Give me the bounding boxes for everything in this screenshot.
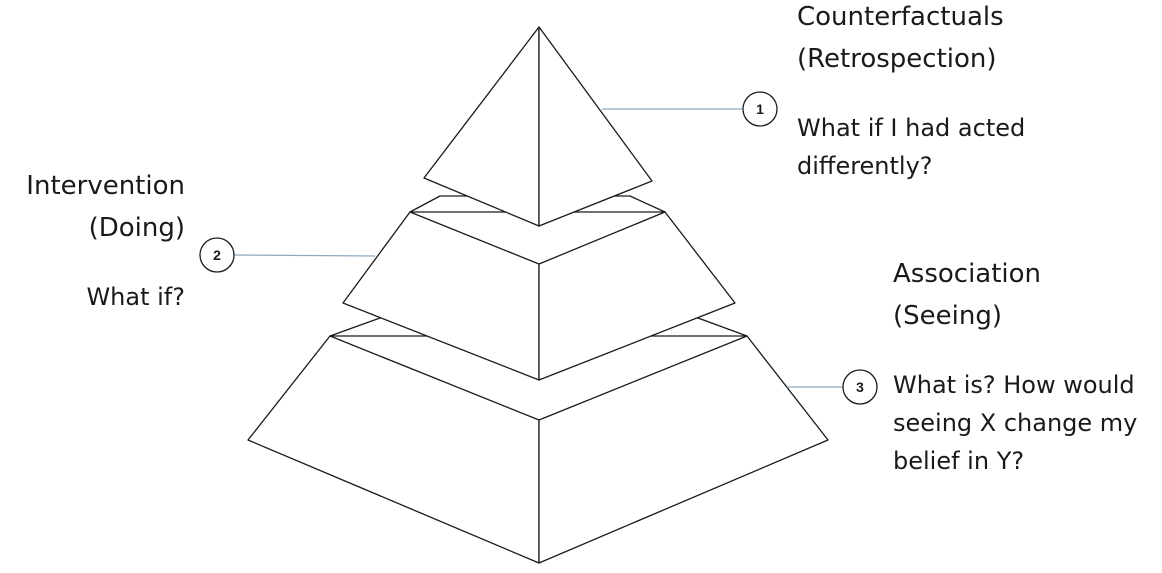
level-1-title-line1: Counterfactuals xyxy=(797,2,1004,32)
tier-3-right-face xyxy=(538,335,829,564)
badge-1-number: 1 xyxy=(756,101,764,117)
level-1-question-line1: What if I had acted xyxy=(797,114,1026,142)
level-3-question-line1: What is? How would xyxy=(893,371,1135,399)
badge-3-number: 3 xyxy=(856,379,864,395)
badge-2: 2 xyxy=(199,237,235,273)
badge-1: 1 xyxy=(742,91,778,127)
level-3-title-line1: Association xyxy=(893,259,1042,289)
badge-2-number: 2 xyxy=(213,247,221,263)
level-2-question: What if? xyxy=(86,278,185,316)
level-1-question-line2: differently? xyxy=(797,152,933,180)
level-2-title-line2: (Doing) xyxy=(88,213,185,243)
tier-2-right-face xyxy=(538,211,736,381)
tier-1-right-face xyxy=(538,26,653,227)
level-3-question: What is? How would seeing X change my be… xyxy=(893,366,1137,480)
connector-line-2 xyxy=(233,254,376,257)
level-3-question-line3: belief in Y? xyxy=(893,447,1025,475)
level-2-question-line1: What if? xyxy=(86,283,185,311)
badge-3: 3 xyxy=(842,369,878,405)
level-1-title: Counterfactuals (Retrospection) xyxy=(797,0,1004,80)
badge-2-circle xyxy=(199,237,235,273)
level-3-title: Association (Seeing) xyxy=(893,253,1041,337)
badge-1-circle xyxy=(742,91,778,127)
level-1-title-line2: (Retrospection) xyxy=(797,44,997,74)
level-3-question-line2: seeing X change my xyxy=(893,409,1138,437)
level-1-question: What if I had acted differently? xyxy=(797,109,1025,185)
tier-3-left-face xyxy=(247,335,540,564)
level-2-title-line1: Intervention xyxy=(26,171,185,201)
badge-3-circle xyxy=(842,369,878,405)
level-2-title: Intervention (Doing) xyxy=(26,165,185,249)
level-3-title-line2: (Seeing) xyxy=(893,301,1002,331)
